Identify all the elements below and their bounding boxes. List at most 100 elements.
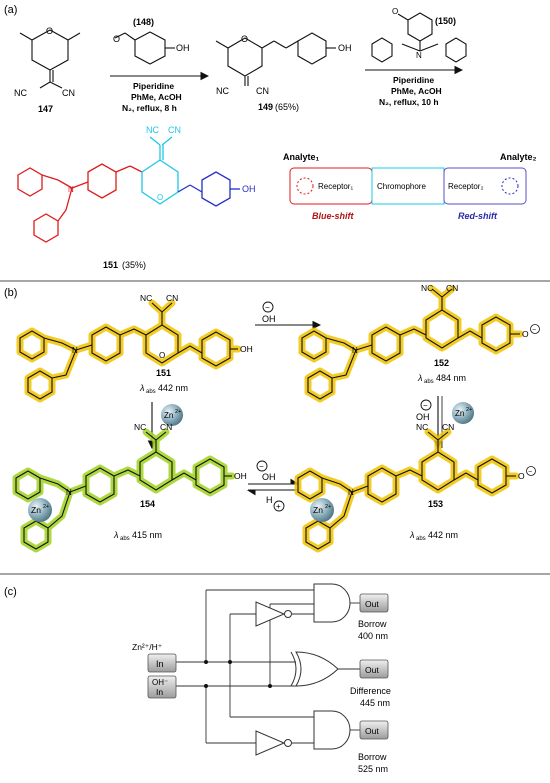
zinc-label-153: Zn xyxy=(313,505,323,515)
abs-value-151: 442 nm xyxy=(158,383,188,393)
minus-sign-1: − xyxy=(265,303,270,312)
amine-n-label-b151: N xyxy=(72,346,78,355)
compound-154-label: 154 xyxy=(140,499,155,509)
pyran-o-label-b151: O xyxy=(159,351,165,360)
cn-label-153: CN xyxy=(442,422,454,432)
phenolate-charge-152 xyxy=(530,324,540,334)
minus-circle-1 xyxy=(262,301,274,313)
hydroxide-label-2: OH xyxy=(416,412,430,422)
nc-label-152: NC xyxy=(421,283,433,293)
and-gate-top xyxy=(313,583,351,623)
logic-gates xyxy=(255,583,351,756)
input-2-label: In xyxy=(156,687,163,697)
ring-oxygen-label-149: O xyxy=(241,34,248,44)
panel-b-label: (b) xyxy=(4,287,17,299)
abs-value-154: 415 nm xyxy=(132,530,162,540)
zinc-bound-153 xyxy=(310,498,334,522)
phenolate-o-label-152: O xyxy=(522,329,529,339)
zinc-charge-154: 2+ xyxy=(43,504,49,510)
amine-n-label-150: N xyxy=(416,51,422,60)
compound-151-yield: (35%) xyxy=(122,260,146,270)
sensor-scheme: Analyte₁ Analyte₂ Receptor₁ Chromophore … xyxy=(283,152,537,221)
compound-149-label: 149 xyxy=(258,102,273,112)
hydroxide-label-3: OH xyxy=(262,472,276,482)
cn-label-b151: CN xyxy=(166,293,178,303)
plus-circle xyxy=(273,500,285,512)
nc-label-147: NC xyxy=(14,88,27,98)
output-2-name: Difference xyxy=(350,686,391,696)
receptor-2-box xyxy=(443,167,527,205)
step2-reagent-1: Piperidine xyxy=(393,75,434,85)
zinc-charge-153: 2+ xyxy=(325,504,331,510)
oh-label-148: OH xyxy=(176,43,190,53)
compound-153-highlighted: Zn 2+ NC CN N O − 153 λ abs 442 nm xyxy=(294,422,536,553)
not-gate-bottom xyxy=(255,730,286,756)
zinc-label-1: Zn xyxy=(164,411,173,420)
amine-n-label-151: N xyxy=(68,185,74,194)
compound-152-highlighted: NC CN N O − 152 λ abs 484 nm xyxy=(298,283,540,403)
lambda-151: λ xyxy=(139,383,144,393)
aldehyde-oxygen-label: O xyxy=(113,34,120,44)
output-2-box xyxy=(359,659,389,679)
zinc-ion-reagent-2 xyxy=(452,402,474,424)
oh-label-151: OH xyxy=(242,184,256,194)
cn-label-151: CN xyxy=(168,125,181,135)
compound-151-colored-structure xyxy=(17,136,240,243)
amine-n-label-152: N xyxy=(352,346,358,355)
step1-reagent-2: PhMe, AcOH xyxy=(131,92,182,102)
compound-150-structure xyxy=(371,12,467,63)
zinc-charge-2: 2+ xyxy=(466,407,472,413)
phenolate-minus-153: − xyxy=(528,469,532,476)
step2-reagent-2: PhMe, AcOH xyxy=(391,86,442,96)
abs-sub-153: abs xyxy=(416,536,426,542)
panel-a-label: (a) xyxy=(4,4,17,16)
panel-c-label: (c) xyxy=(4,586,17,598)
input-2-caption: OH⁻ xyxy=(152,678,168,687)
zinc-label-2: Zn xyxy=(455,409,464,418)
panel-a: (a) O NC CN 147 O OH (148) Piperidine Ph… xyxy=(4,4,537,270)
output-3-box xyxy=(359,720,389,740)
zinc-charge-1: 2+ xyxy=(175,409,181,415)
input-1-label: In xyxy=(156,659,164,669)
xor-gate-input-curve xyxy=(290,651,297,687)
phenolate-charge-153 xyxy=(526,466,536,476)
oh-label-b151: OH xyxy=(240,344,253,354)
compound-153-label: 153 xyxy=(428,499,443,509)
lambda-154: λ xyxy=(113,530,118,540)
panel-b: (b) xyxy=(4,283,540,553)
step1-reagent-3: N₂, reflux, 8 h xyxy=(122,103,177,113)
nc-label-149: NC xyxy=(216,86,229,96)
pyran-oxygen-label-151: O xyxy=(157,193,163,202)
minus-sign-2: − xyxy=(423,401,428,410)
phenolate-o-label-153: O xyxy=(518,471,525,481)
not-gate-top-bubble xyxy=(284,610,292,618)
compound-149-yield: (65%) xyxy=(275,102,299,112)
output-3-label: Out xyxy=(365,726,379,736)
junction-dots xyxy=(204,660,272,688)
plus-sign: + xyxy=(276,502,281,511)
phenol-receptor xyxy=(177,171,240,207)
compound-147-structure xyxy=(19,29,81,89)
output-1-name: Borrow xyxy=(358,619,387,629)
compound-150-label: (150) xyxy=(435,16,456,26)
cn-label-154: CN xyxy=(160,422,172,432)
receptor-2-label: Receptor₂ xyxy=(448,182,484,191)
minus-circle-3 xyxy=(256,460,268,472)
chromophore-label: Chromophore xyxy=(377,182,426,191)
input-2-box xyxy=(147,675,177,699)
input-1-box xyxy=(147,653,177,673)
compound-154-highlighted: Zn 2+ NC CN N OH 154 λ abs 415 nm xyxy=(12,422,247,553)
compound-147-label: 147 xyxy=(38,104,53,114)
analyte-2-label: Analyte₂ xyxy=(500,152,537,162)
xor-gate xyxy=(295,651,339,687)
output-1-wavelength: 400 nm xyxy=(358,631,388,641)
nc-label-154: NC xyxy=(134,422,146,432)
zinc-bound-154 xyxy=(28,498,52,522)
phenolate-minus-152: − xyxy=(532,327,536,334)
nc-label-151: NC xyxy=(146,125,159,135)
not-gate-top xyxy=(255,601,286,627)
compound-149-structure xyxy=(215,32,336,86)
cn-label-149: CN xyxy=(256,86,269,96)
not-gate-bottom-bubble xyxy=(284,739,292,747)
